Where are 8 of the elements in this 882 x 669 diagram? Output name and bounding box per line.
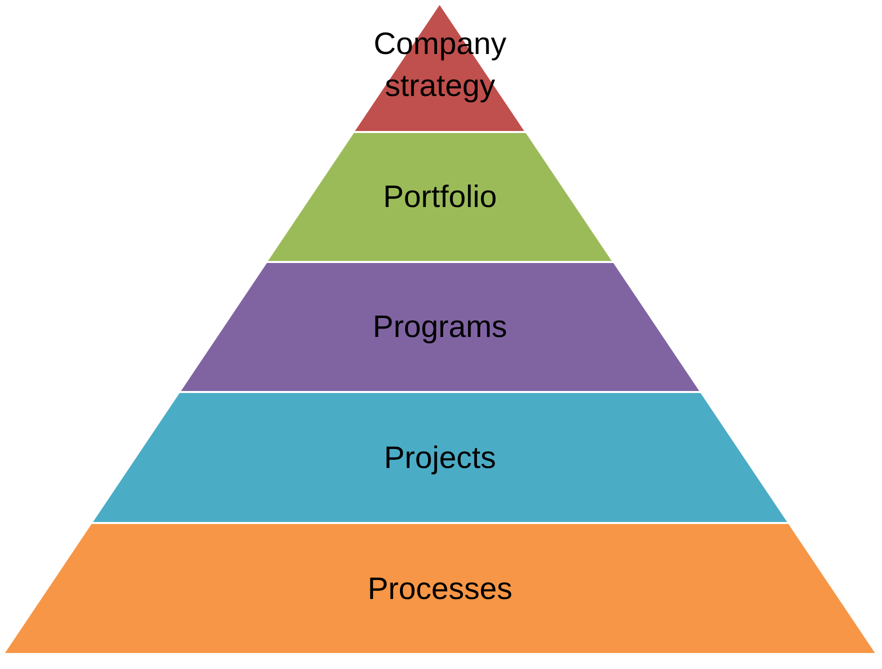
pyramid-tier [268, 133, 612, 261]
tier-label: Projects [384, 438, 496, 476]
tier-label: Processes [368, 570, 512, 608]
pyramid-tier [92, 393, 788, 522]
tier-label: Portfolio [383, 178, 497, 216]
tier-label: Programs [372, 308, 508, 346]
pyramid-tier [5, 524, 875, 653]
pyramid-tier [180, 263, 700, 391]
